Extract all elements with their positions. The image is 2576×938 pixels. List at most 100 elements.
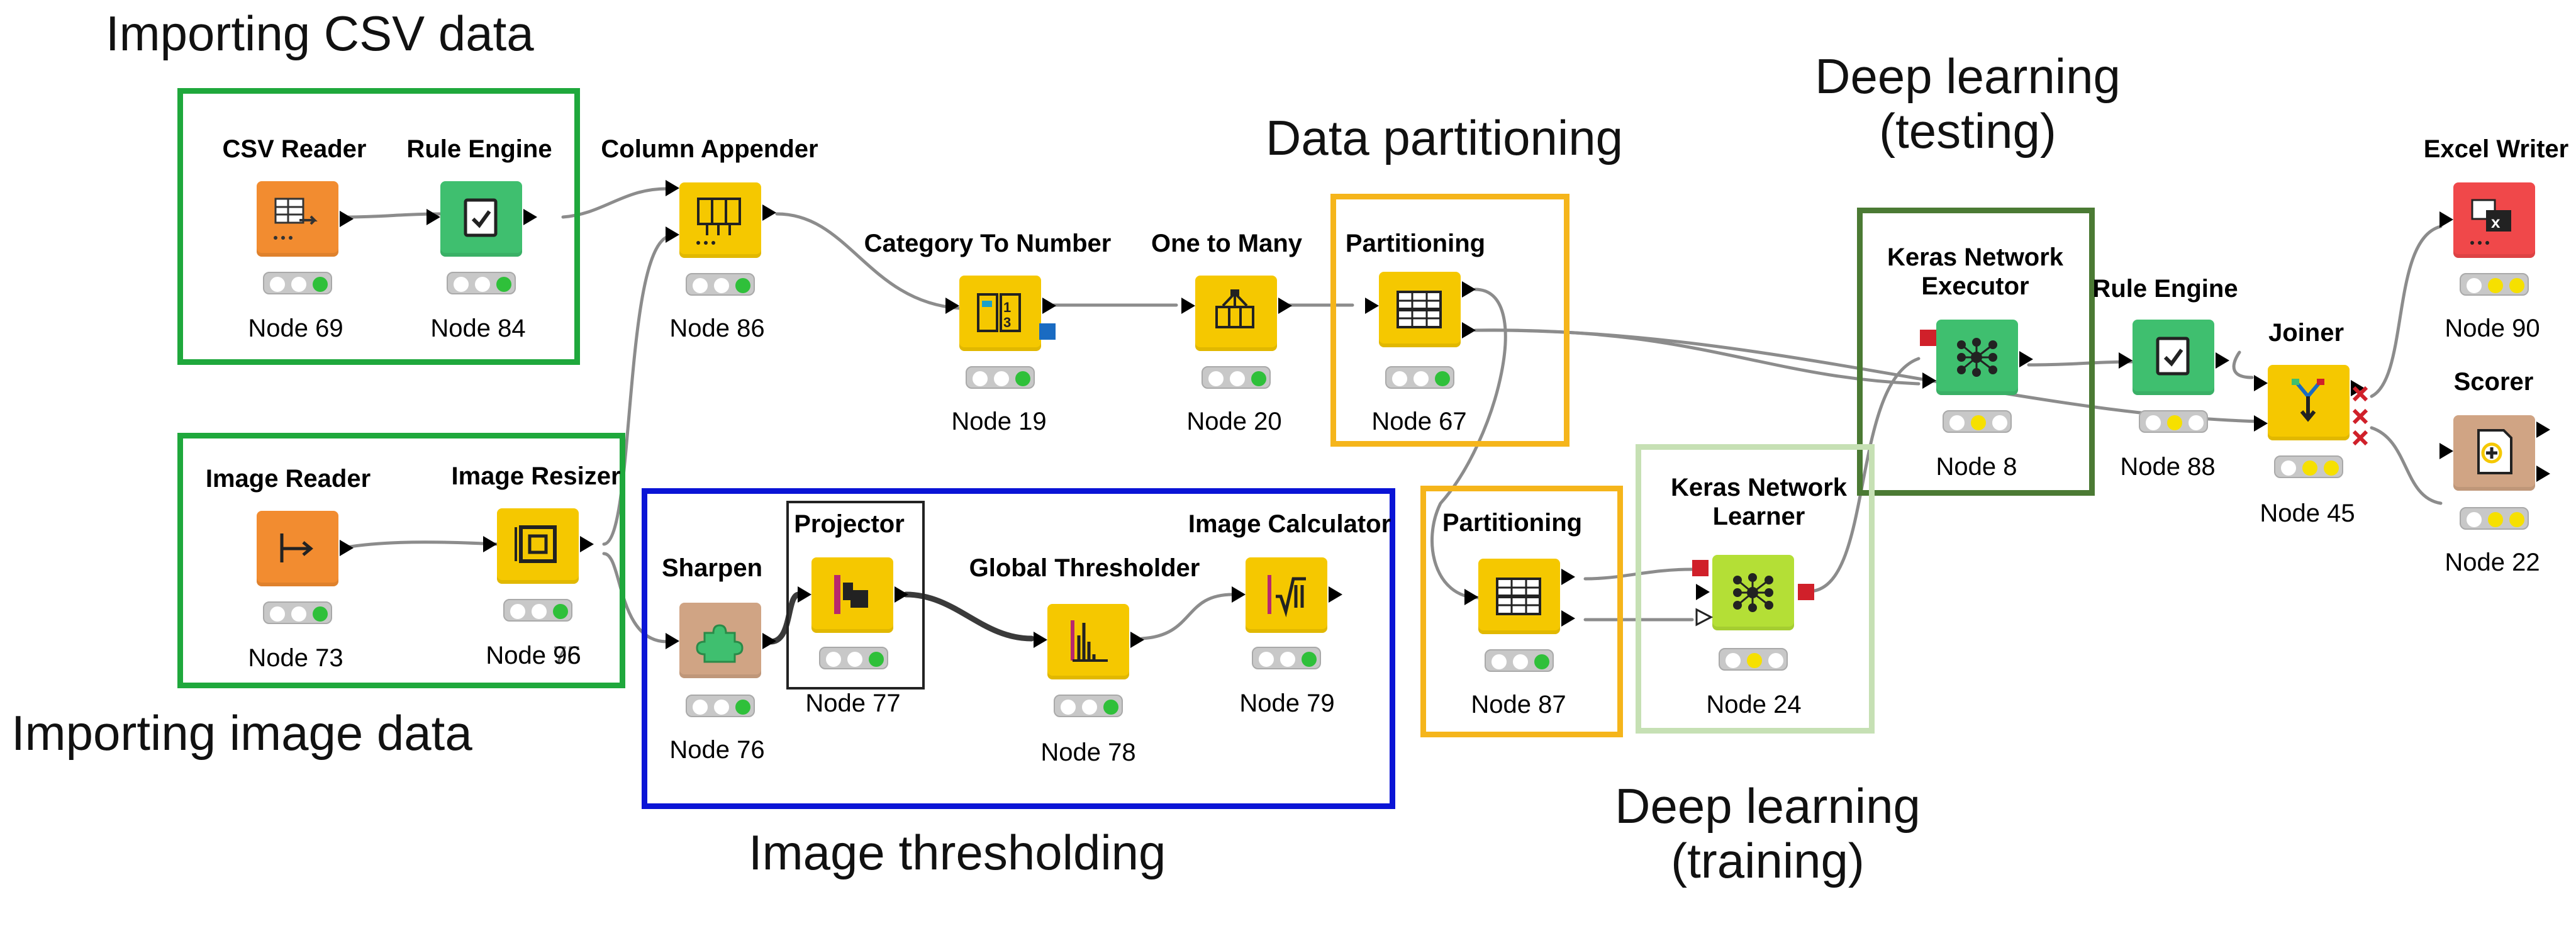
input-port[interactable] — [666, 633, 679, 649]
output-port[interactable] — [340, 540, 354, 556]
node-category-to-number[interactable]: 1 3 — [959, 276, 1041, 351]
input-port[interactable] — [1922, 372, 1936, 389]
status-traffic-light — [503, 599, 572, 622]
input-port[interactable] — [483, 536, 497, 552]
output-port[interactable] — [340, 211, 354, 227]
node-image-calculator[interactable] — [1246, 557, 1327, 633]
annotation-dl-testing: Deep learning (testing) — [1779, 48, 2156, 159]
output-port[interactable] — [762, 633, 776, 649]
input-port[interactable] — [798, 586, 811, 603]
input-port[interactable] — [1034, 632, 1047, 648]
neural-network-icon — [1733, 573, 1773, 612]
input-port[interactable] — [1181, 298, 1195, 314]
node-scorer[interactable] — [2453, 415, 2535, 491]
node-title-sharpen: Sharpen — [661, 554, 763, 582]
node-label: Node 79 — [1239, 690, 1335, 717]
output-port[interactable] — [1042, 298, 1056, 314]
model-port[interactable] — [1692, 560, 1709, 576]
output-port[interactable] — [1462, 281, 1476, 298]
output-port[interactable] — [2536, 466, 2550, 482]
output-port[interactable] — [580, 536, 594, 552]
node-sharpen[interactable] — [679, 603, 761, 678]
node-label: Node 67 — [1371, 408, 1467, 435]
input-port[interactable] — [1232, 586, 1246, 603]
output-port[interactable] — [895, 586, 908, 603]
node-rule-engine-88[interactable] — [2133, 320, 2214, 395]
model-output-port[interactable] — [1798, 584, 1814, 600]
node-title-partitioning: Partitioning — [1442, 509, 1583, 537]
output-port[interactable] — [2536, 422, 2550, 438]
connection-joiner-to-excel — [2370, 225, 2443, 398]
input-port[interactable] — [666, 226, 679, 243]
output-port[interactable] — [762, 204, 776, 221]
annotation-importing-image: Importing image data — [11, 705, 472, 761]
status-traffic-light — [2139, 410, 2208, 433]
node-column-appender[interactable] — [679, 182, 761, 258]
node-title-csv-reader: CSV Reader — [222, 135, 367, 163]
output-port[interactable] — [1561, 610, 1575, 627]
node-title-image-calculator: Image Calculator — [1188, 510, 1391, 538]
node-partitioning-87[interactable] — [1478, 559, 1560, 634]
annotation-importing-csv: Importing CSV data — [106, 6, 534, 61]
input-port[interactable] — [945, 298, 959, 314]
node-title-projector: Projector — [794, 510, 905, 538]
output-port[interactable] — [1462, 322, 1476, 338]
category-number-icon: 1 3 — [977, 293, 1021, 332]
svg-text:x: x — [2491, 213, 2501, 232]
model-port[interactable] — [1920, 330, 1936, 346]
node-keras-executor[interactable] — [1936, 320, 2018, 395]
group-box-image-thresholding — [642, 488, 1395, 809]
annotation-image-thresholding: Image thresholding — [749, 825, 1166, 880]
node-label: Node 73 — [248, 644, 343, 672]
group-box-partitioning-2 — [1420, 486, 1623, 737]
status-traffic-light — [2274, 455, 2343, 478]
optional-input-port[interactable] — [1695, 608, 1714, 627]
node-projector[interactable] — [811, 557, 893, 633]
input-port[interactable] — [666, 180, 679, 196]
input-port[interactable] — [1464, 589, 1478, 605]
annotation-dl-training-line1: Deep learning — [1615, 778, 1921, 834]
input-port[interactable] — [1365, 298, 1379, 314]
input-port[interactable] — [1696, 584, 1710, 600]
node-label: Node 76 — [669, 736, 765, 764]
projector-frame — [786, 501, 925, 690]
node-joiner[interactable] — [2268, 365, 2350, 440]
model-port[interactable] — [1039, 323, 1056, 340]
output-port[interactable] — [2216, 352, 2229, 369]
input-port[interactable] — [2439, 211, 2453, 228]
node-excel-writer[interactable]: x — [2453, 182, 2535, 258]
node-title-rule-engine: Rule Engine — [406, 135, 552, 163]
output-port[interactable] — [1561, 569, 1575, 585]
node-csv-reader[interactable] — [257, 181, 338, 257]
output-port[interactable] — [1130, 632, 1144, 648]
node-label: Node 19 — [951, 408, 1047, 435]
node-image-resizer[interactable] — [497, 508, 579, 584]
node-title-keras-executor: Keras Network Executor — [1887, 243, 2064, 300]
input-port[interactable] — [2254, 415, 2268, 432]
joiner-icon — [2292, 379, 2324, 422]
node-rule-engine-84[interactable] — [440, 181, 522, 257]
annotation-dl-training: Deep learning (training) — [1579, 778, 1956, 889]
node-title-column-appender: Column Appender — [601, 135, 818, 163]
input-port[interactable] — [2119, 352, 2133, 369]
input-port[interactable] — [2439, 443, 2453, 459]
status-traffic-light — [1252, 647, 1321, 669]
node-partitioning-67[interactable] — [1379, 272, 1461, 347]
node-label: Node 84 — [430, 315, 526, 342]
check-document-icon — [464, 198, 498, 237]
output-port[interactable] — [2019, 351, 2033, 367]
output-port[interactable] — [1329, 586, 1342, 603]
input-port[interactable] — [427, 209, 440, 225]
node-keras-learner[interactable] — [1712, 555, 1794, 630]
status-traffic-light — [1202, 366, 1271, 389]
input-port[interactable] — [2254, 375, 2268, 391]
status-traffic-light — [447, 272, 516, 294]
node-label: Node 22 — [2445, 549, 2540, 576]
node-image-reader[interactable] — [257, 511, 338, 586]
node-one-to-many[interactable] — [1195, 276, 1277, 351]
output-port[interactable] — [1278, 298, 1292, 314]
one-to-many-icon — [1215, 289, 1254, 328]
node-global-thresholder[interactable] — [1047, 604, 1129, 679]
output-port[interactable] — [523, 209, 537, 225]
status-traffic-light — [1719, 648, 1788, 671]
